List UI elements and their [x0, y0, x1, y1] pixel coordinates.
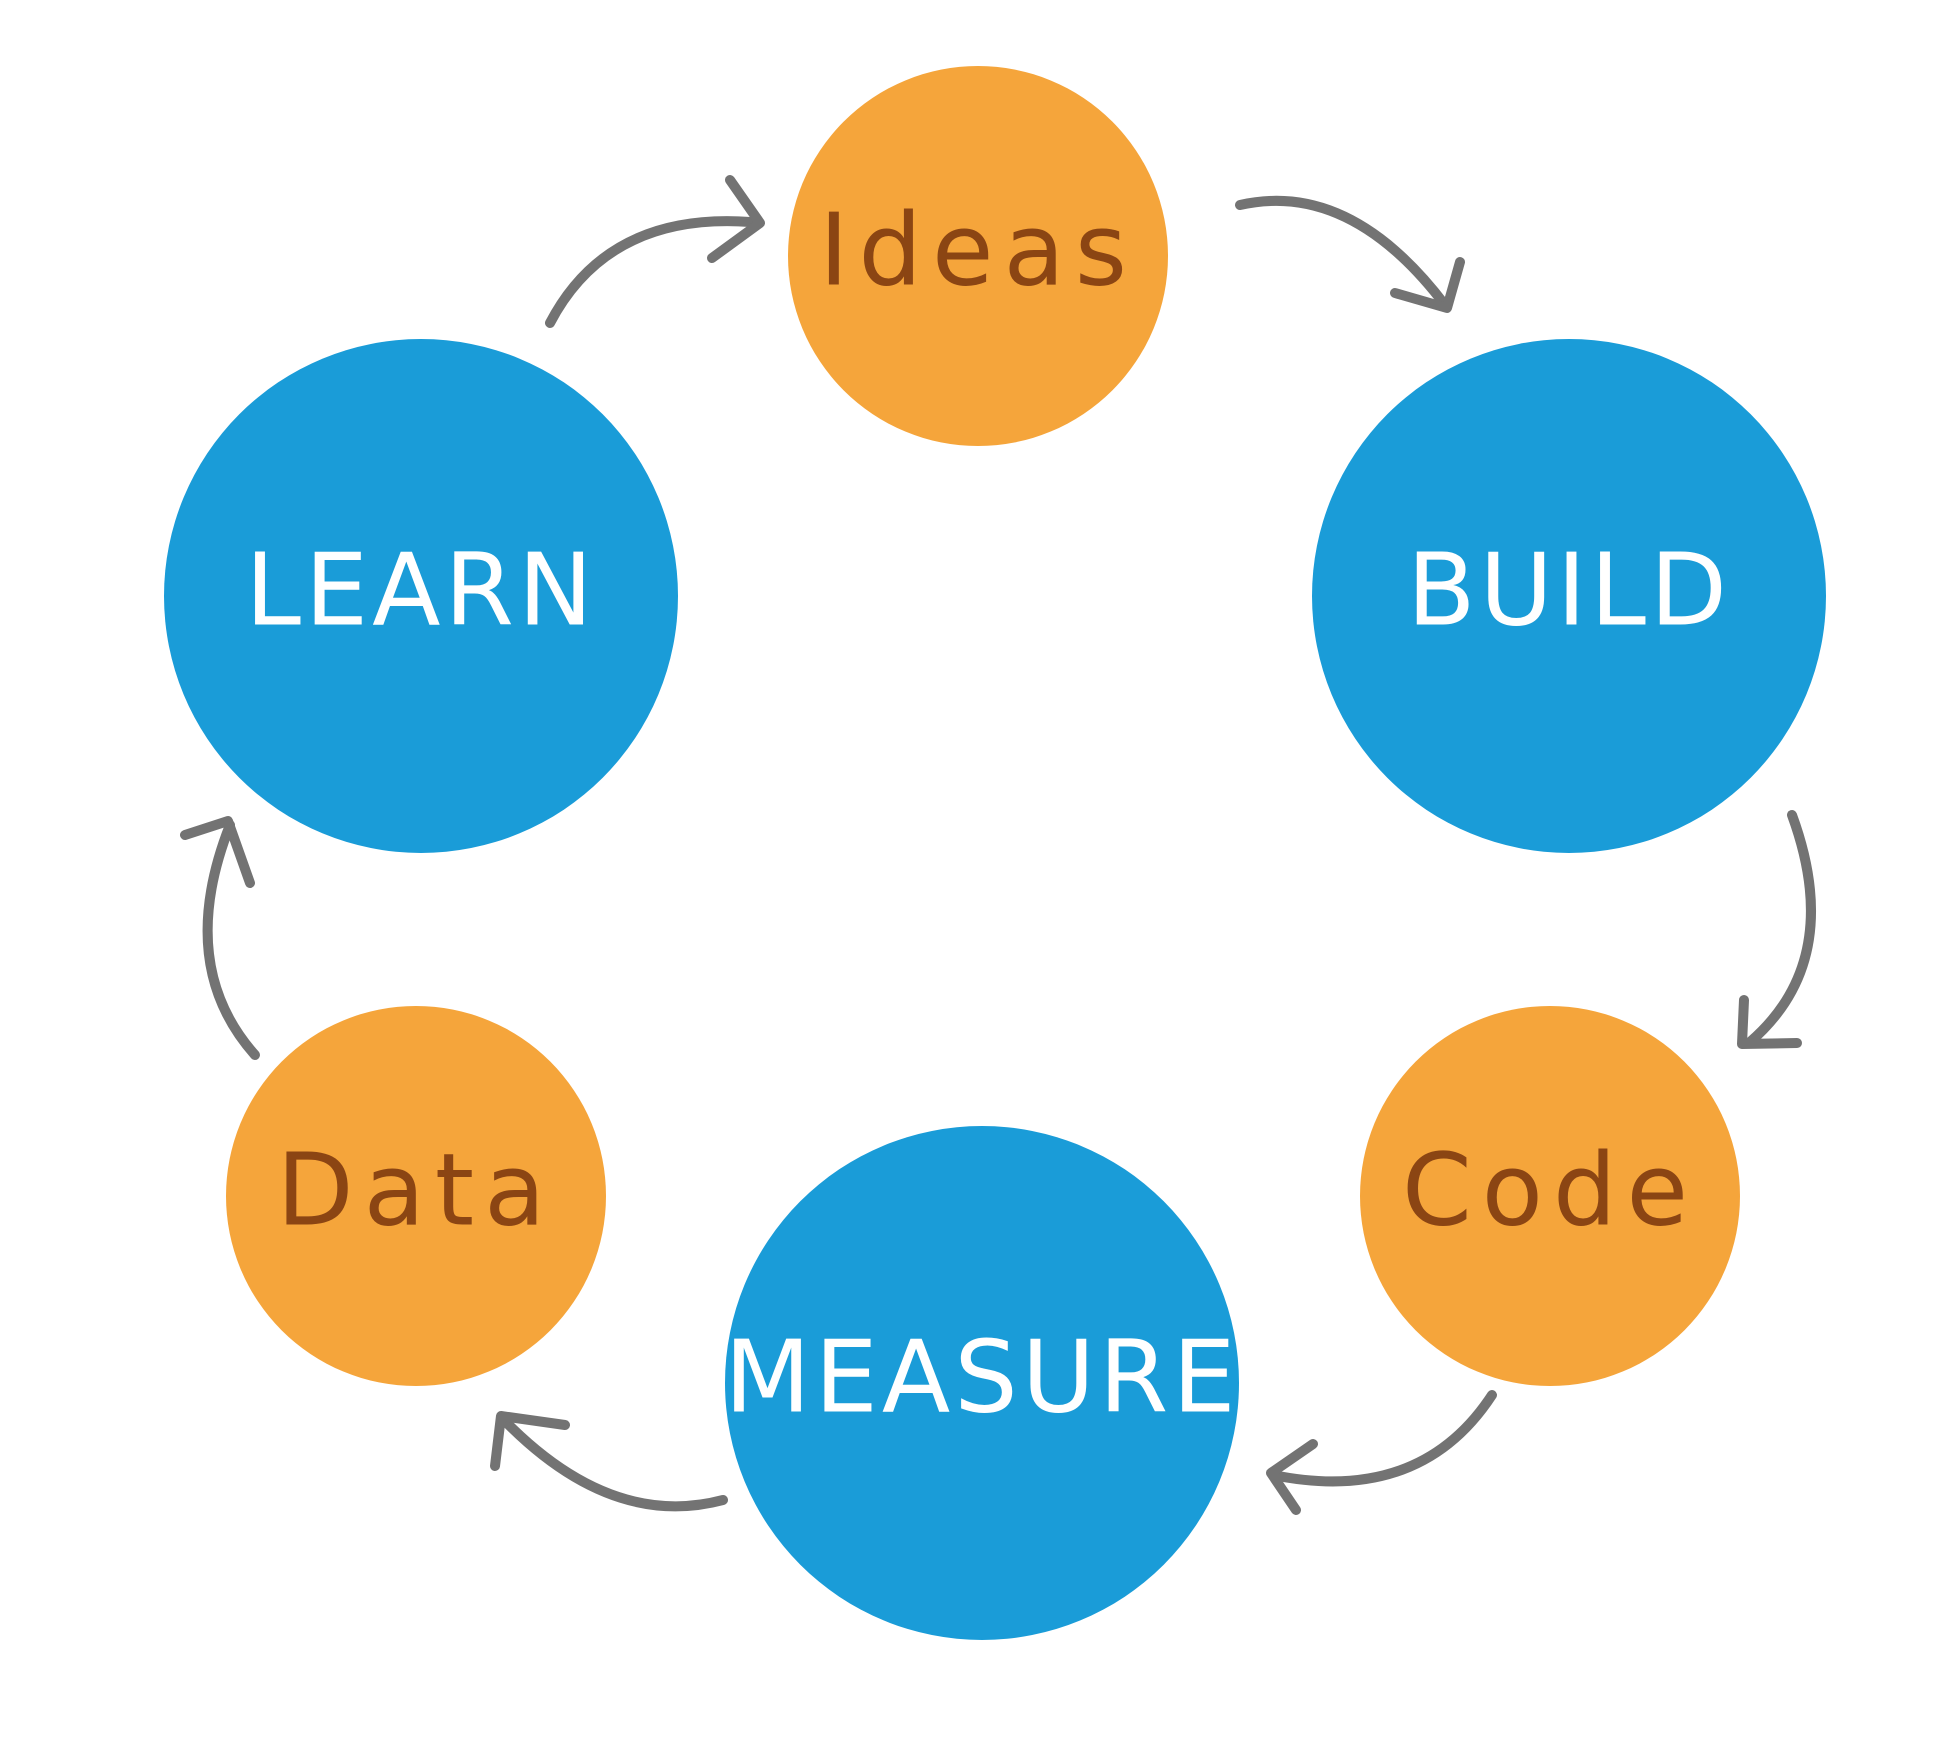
arrow-head	[1737, 995, 1802, 1049]
arrow-shaft	[202, 820, 260, 1060]
arrow-shaft	[497, 1413, 728, 1512]
build-label: BUILD	[1407, 532, 1731, 649]
arrow-shaft	[1235, 195, 1450, 310]
measure-circle	[725, 1126, 1239, 1640]
node-code: Code	[1360, 1006, 1740, 1386]
arrow-data-to-learn	[180, 816, 260, 1060]
arrow-code-to-measure	[1266, 1390, 1497, 1515]
arrow-head	[707, 175, 765, 263]
learn-label: LEARN	[245, 532, 597, 649]
arrow-shaft	[545, 216, 755, 328]
arrow-ideas-to-build	[1235, 195, 1465, 313]
arrow-head	[490, 1411, 570, 1471]
arrow-shaft	[1745, 810, 1816, 1047]
ideas-circle	[788, 66, 1168, 446]
cycle-arrows	[180, 175, 1816, 1515]
measure-label: MEASURE	[724, 1319, 1239, 1436]
code-label: Code	[1402, 1132, 1698, 1249]
data-label: Data	[277, 1132, 556, 1249]
ideas-label: Ideas	[819, 192, 1137, 309]
code-circle	[1360, 1006, 1740, 1386]
arrow-learn-to-ideas	[545, 175, 765, 328]
arrow-build-to-code	[1737, 810, 1816, 1049]
node-data: Data	[226, 1006, 606, 1386]
arrow-head	[180, 816, 255, 888]
data-circle	[226, 1006, 606, 1386]
node-build: BUILD	[1312, 339, 1826, 853]
arrow-head	[1390, 257, 1465, 313]
node-measure: MEASURE	[724, 1126, 1239, 1640]
build-circle	[1312, 339, 1826, 853]
node-ideas: Ideas	[788, 66, 1168, 446]
learn-circle	[164, 339, 678, 853]
arrow-head	[1266, 1439, 1318, 1515]
node-learn: LEARN	[164, 339, 678, 853]
arrow-shaft	[1268, 1390, 1497, 1487]
arrow-measure-to-data	[490, 1411, 728, 1512]
